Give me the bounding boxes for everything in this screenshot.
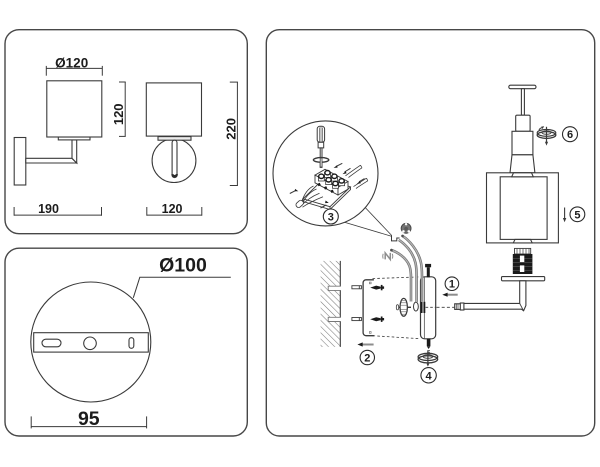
svg-text:Ø100: Ø100 — [159, 255, 207, 277]
svg-text:1: 1 — [449, 279, 455, 291]
svg-text:Ø120: Ø120 — [55, 55, 88, 70]
svg-text:190: 190 — [38, 202, 59, 216]
svg-text:220: 220 — [223, 118, 238, 140]
svg-text:3: 3 — [328, 212, 334, 224]
svg-text:120: 120 — [162, 202, 183, 216]
svg-text:6: 6 — [567, 129, 573, 141]
svg-text:95: 95 — [78, 408, 100, 430]
svg-text:2: 2 — [364, 353, 370, 365]
svg-text:4: 4 — [426, 370, 433, 382]
svg-text:5: 5 — [574, 209, 580, 221]
svg-text:120: 120 — [111, 103, 126, 125]
